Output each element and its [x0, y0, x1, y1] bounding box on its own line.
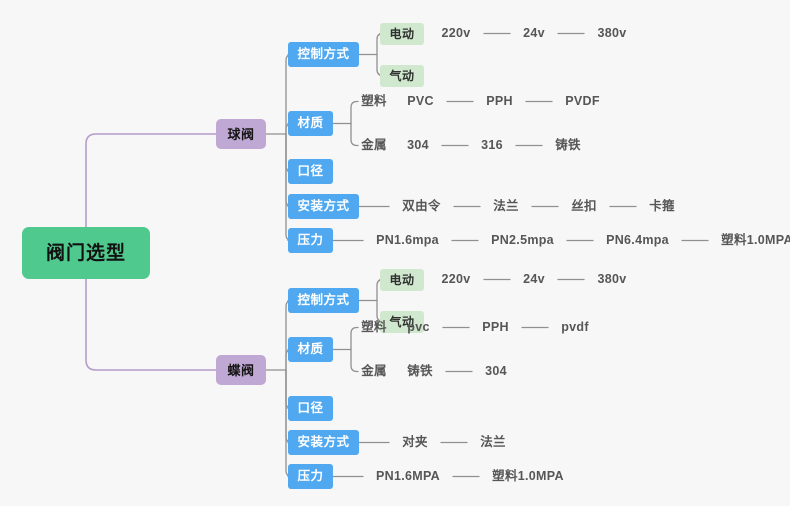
category-node[interactable]: 口径 — [288, 396, 333, 421]
category-node[interactable]: 材质 — [288, 337, 333, 362]
chain-leaf: 对夹 — [402, 435, 428, 450]
chain-leaf: pvc — [407, 320, 430, 335]
category-node[interactable]: 安装方式 — [288, 430, 359, 455]
chain-leaf: 法兰 — [480, 435, 506, 450]
chain-leaf: 法兰 — [493, 199, 519, 214]
chain-leaf: PN2.5mpa — [491, 233, 554, 248]
chain-leaf: 304 — [485, 364, 507, 379]
chain-leaf: PVDF — [565, 94, 600, 109]
subnode-plain: 金属 — [361, 364, 387, 379]
chain-leaf: 铸铁 — [407, 364, 433, 379]
chain-leaf: pvdf — [561, 320, 589, 335]
category-node[interactable]: 压力 — [288, 464, 333, 489]
subnode-plain: 金属 — [361, 138, 387, 153]
chain-leaf: 塑料1.0MPA — [721, 233, 790, 248]
chain-leaf: PVC — [407, 94, 434, 109]
chain-leaf: 双由令 — [402, 199, 441, 214]
chain-leaf: 380v — [597, 272, 627, 287]
category-node[interactable]: 安装方式 — [288, 194, 359, 219]
subnode-green[interactable]: 电动 — [380, 22, 424, 45]
chain-leaf: 316 — [481, 138, 503, 153]
chain-leaf: 304 — [407, 138, 429, 153]
chain-leaf: 24v — [523, 26, 545, 41]
category-node[interactable]: 口径 — [288, 159, 333, 184]
chain-leaf: PN1.6MPA — [376, 469, 440, 484]
subnode-green[interactable]: 气动 — [380, 310, 424, 333]
category-node[interactable]: 材质 — [288, 111, 333, 136]
category-node[interactable]: 压力 — [288, 228, 333, 253]
chain-leaf: PN6.4mpa — [606, 233, 669, 248]
root-node[interactable]: 阀门选型 — [22, 227, 150, 279]
chain-leaf: 220v — [441, 272, 471, 287]
chain-leaf: PN1.6mpa — [376, 233, 439, 248]
chain-leaf: 铸铁 — [555, 138, 581, 153]
subnode-plain: 塑料 — [361, 320, 387, 335]
category-node[interactable]: 控制方式 — [288, 42, 359, 67]
category-node[interactable]: 控制方式 — [288, 288, 359, 313]
subnode-green[interactable]: 电动 — [380, 268, 424, 291]
chain-leaf: PPH — [486, 94, 513, 109]
chain-leaf: 380v — [597, 26, 627, 41]
branch-node-0[interactable]: 球阀 — [216, 119, 266, 149]
chain-leaf: 丝扣 — [571, 199, 597, 214]
chain-leaf: 220v — [441, 26, 471, 41]
chain-leaf: 24v — [523, 272, 545, 287]
subnode-plain: 塑料 — [361, 94, 387, 109]
subnode-green[interactable]: 气动 — [380, 64, 424, 87]
chain-leaf: 塑料1.0MPA — [492, 469, 564, 484]
branch-node-1[interactable]: 蝶阀 — [216, 355, 266, 385]
chain-leaf: 卡箍 — [649, 199, 675, 214]
chain-leaf: PPH — [482, 320, 509, 335]
